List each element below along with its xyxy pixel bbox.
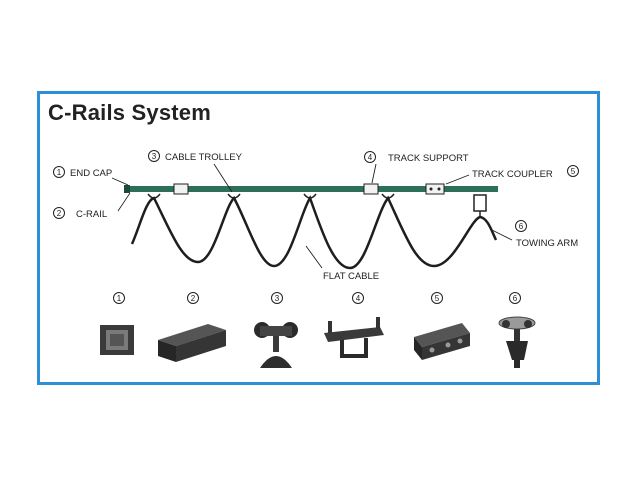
towing-arm-icon xyxy=(498,316,536,368)
flat-cable-label: FLAT CABLE xyxy=(323,271,379,282)
callout-end-cap: 1 END CAP xyxy=(53,166,112,179)
track-coupler-on-rail xyxy=(425,183,445,195)
track-support-label: TRACK SUPPORT xyxy=(388,153,469,164)
number-circle xyxy=(364,151,376,163)
c-rail-icon xyxy=(158,324,226,362)
callout-number: 5 xyxy=(571,167,576,176)
callout-c-rail: 2 C-RAIL xyxy=(53,207,107,220)
end-cap-icon xyxy=(100,325,134,355)
part-number: 3 xyxy=(275,294,280,303)
diagram-title: C-Rails System xyxy=(48,100,211,125)
trolleys xyxy=(147,193,395,199)
callout-towing-arm: 6 TOWING ARM xyxy=(515,220,578,249)
part-number: 4 xyxy=(356,294,361,303)
callout-cable-trolley: 3 CABLE TROLLEY xyxy=(148,150,243,163)
part-number: 6 xyxy=(513,294,518,303)
callout-track-support: 4 TRACK SUPPORT xyxy=(364,151,469,164)
towing-arm-label: TOWING ARM xyxy=(516,238,578,249)
part-number: 5 xyxy=(435,294,440,303)
parts-numbers: 1 2 3 4 5 6 xyxy=(113,292,521,304)
c-rail-label: C-RAIL xyxy=(76,209,107,220)
callout-track-coupler: TRACK COUPLER 5 xyxy=(472,165,579,180)
end-cap-piece xyxy=(124,185,130,193)
callout-number: 4 xyxy=(368,153,373,162)
number-circle xyxy=(515,220,527,232)
number-circle xyxy=(567,165,579,177)
part-number: 1 xyxy=(117,294,122,303)
callout-number: 1 xyxy=(57,168,62,177)
number-circle xyxy=(148,150,160,162)
part-number: 2 xyxy=(191,294,196,303)
number-circle xyxy=(53,166,65,178)
callout-number: 3 xyxy=(152,152,157,161)
towing-arm xyxy=(473,194,487,217)
track-support-on-rail xyxy=(173,183,189,195)
track-support-on-rail xyxy=(363,183,379,195)
callout-number: 6 xyxy=(519,222,524,231)
cable-trolley-label: CABLE TROLLEY xyxy=(165,152,243,163)
track-support-icon xyxy=(324,317,384,358)
track-coupler-label: TRACK COUPLER xyxy=(472,169,553,180)
track-coupler-icon xyxy=(414,323,470,360)
callout-number: 2 xyxy=(57,209,62,218)
number-circle xyxy=(53,207,65,219)
callout-flat-cable: FLAT CABLE xyxy=(323,271,379,282)
leader-lines xyxy=(111,163,513,269)
cable-trolley-icon xyxy=(254,322,298,368)
flat-cable xyxy=(130,195,498,270)
end-cap-label: END CAP xyxy=(70,168,112,179)
